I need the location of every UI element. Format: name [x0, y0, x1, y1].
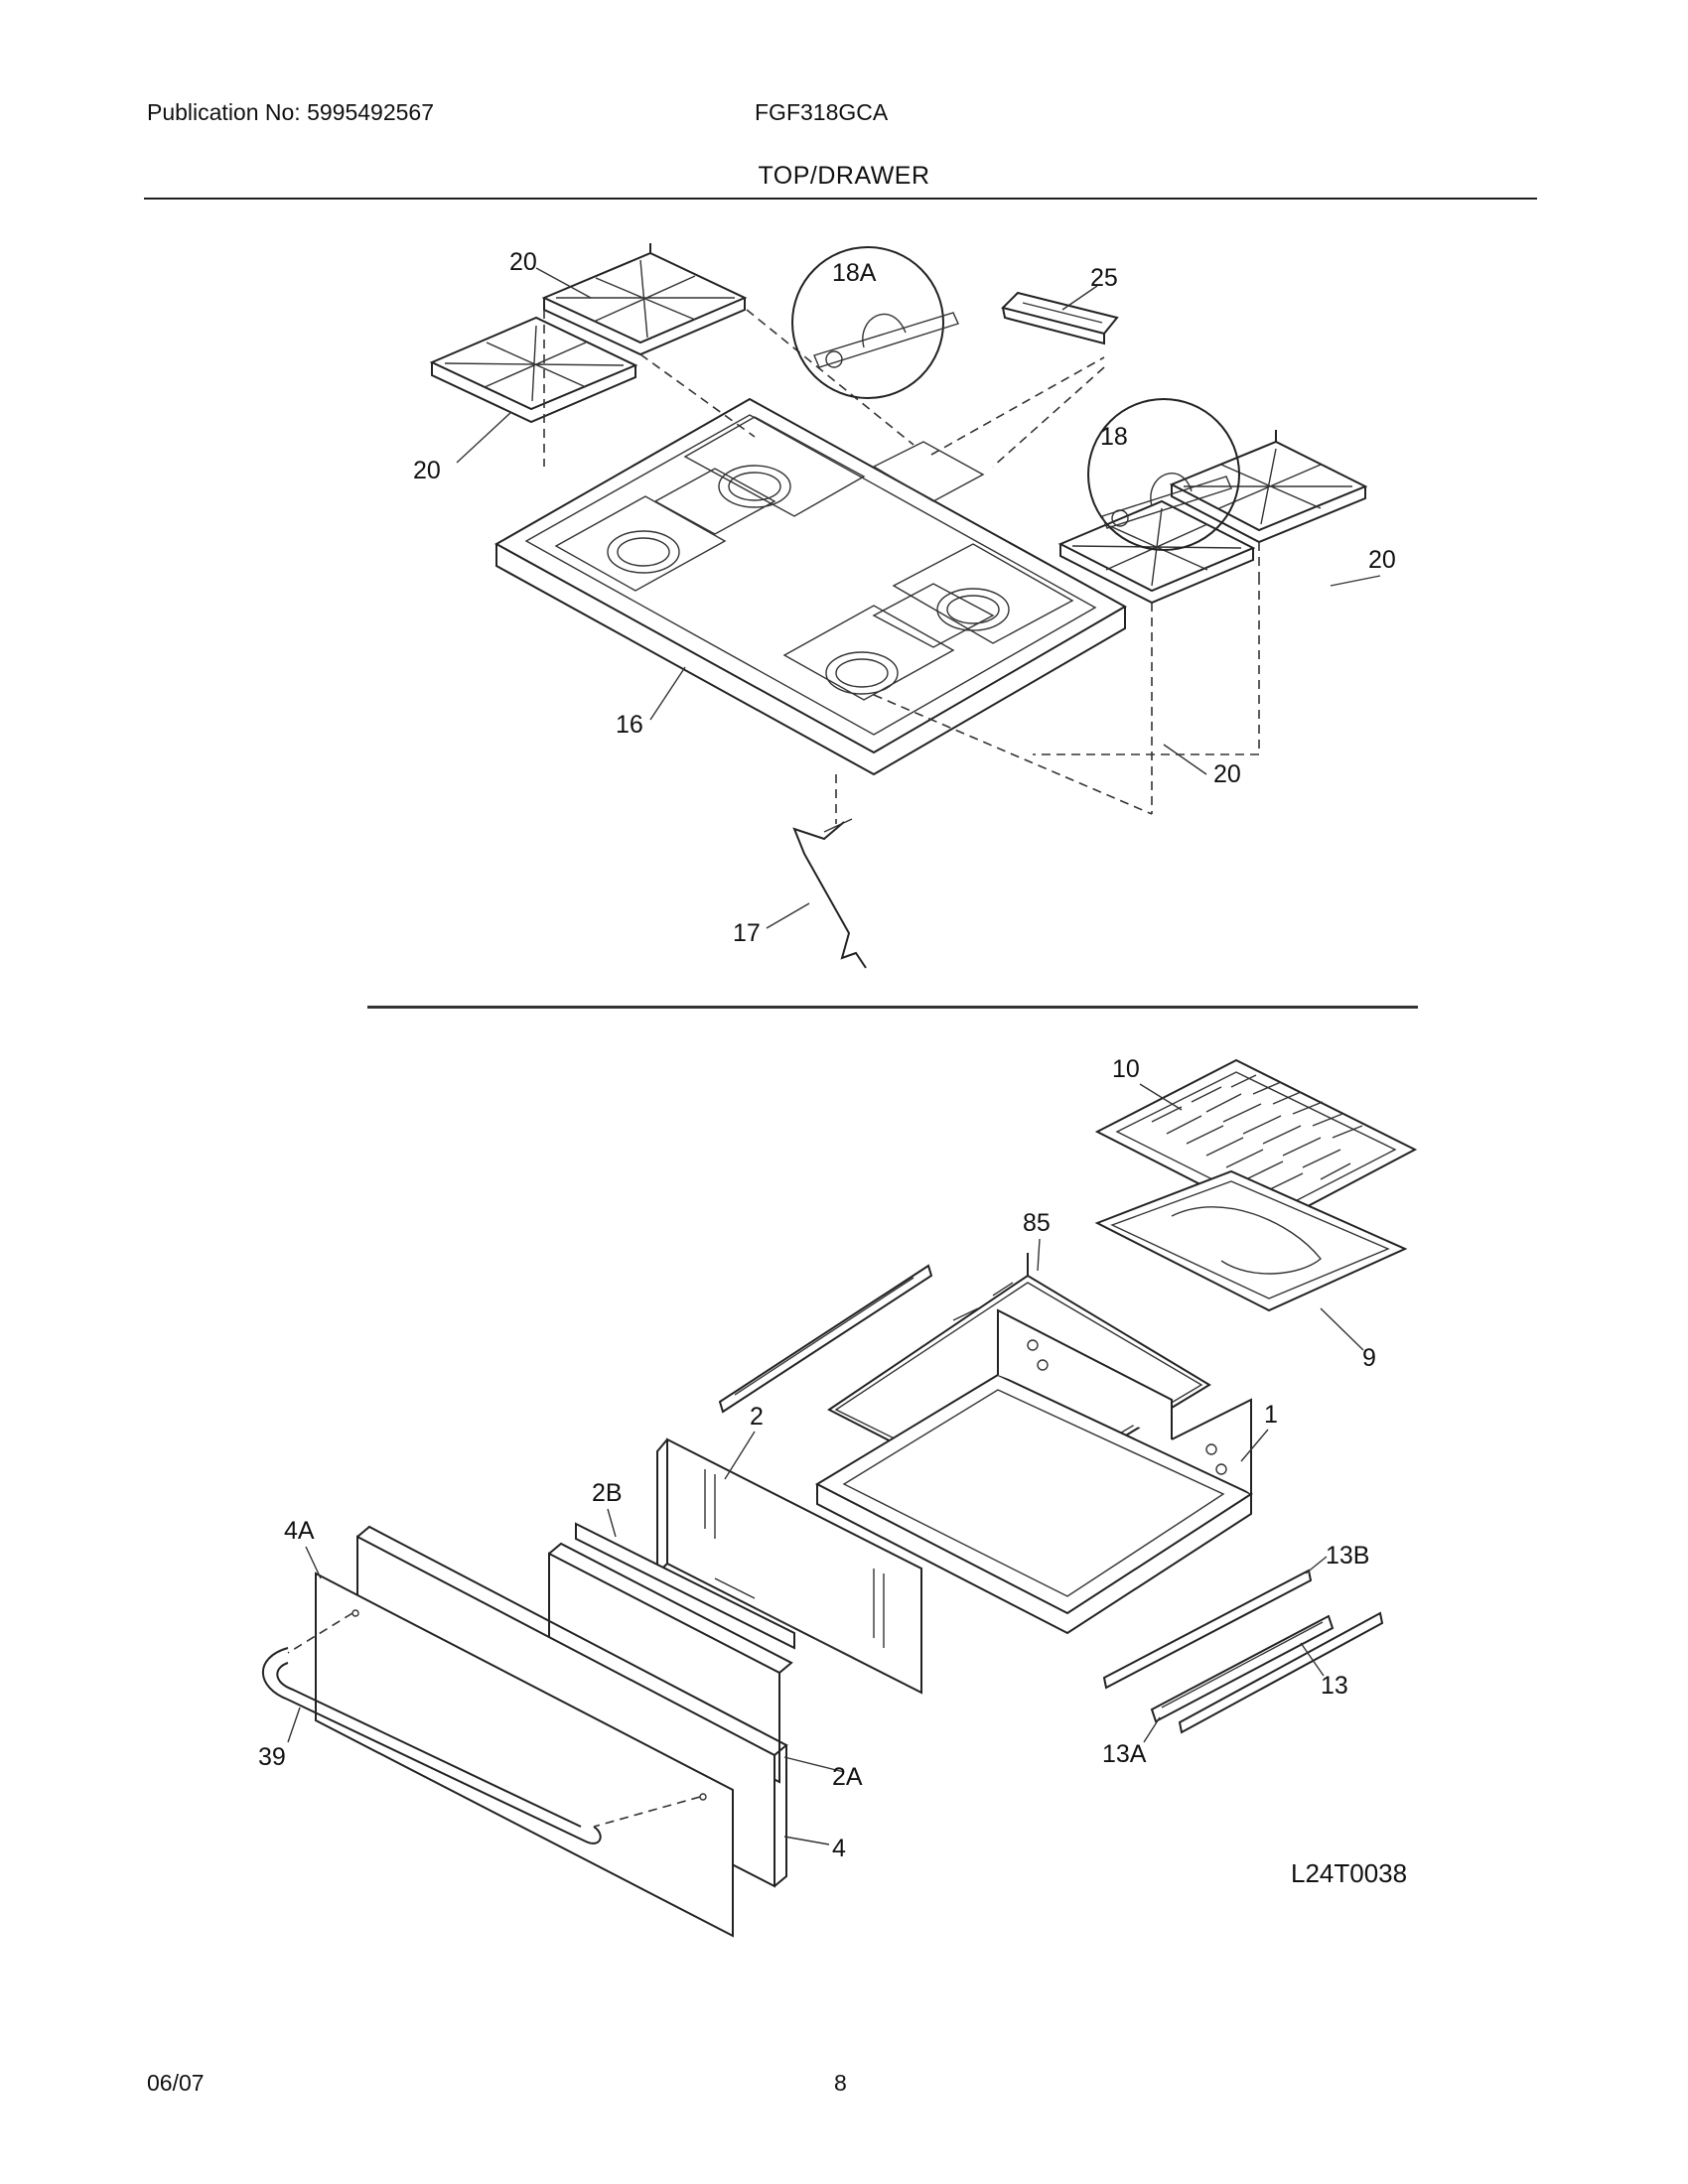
callout-18a: 18A — [832, 259, 877, 287]
callout-17: 17 — [733, 919, 761, 947]
callout-20-bottom-right: 20 — [1213, 760, 1241, 788]
callout-13b: 13B — [1326, 1542, 1369, 1570]
drawer-rail-left — [718, 1264, 933, 1414]
drawer-slide-part-13 — [1178, 1611, 1384, 1734]
callout-4: 4 — [832, 1835, 846, 1862]
drawer-rear-panel-part-2 — [656, 1437, 922, 1695]
drawer-slide-part-13b — [1102, 1569, 1313, 1690]
grate-upper-left-front — [429, 316, 638, 424]
drawer-liner-part-1 — [814, 1308, 1254, 1635]
page-number: 8 — [834, 2070, 847, 2096]
callout-13a: 13A — [1102, 1740, 1147, 1768]
cooktop-part-16 — [493, 397, 1128, 776]
callout-20-top-left: 20 — [509, 248, 537, 276]
callout-18: 18 — [1100, 423, 1128, 451]
callout-9: 9 — [1362, 1344, 1376, 1372]
callout-10: 10 — [1112, 1055, 1140, 1083]
model-number: FGF318GCA — [755, 99, 889, 125]
header-rule — [144, 198, 1537, 200]
callout-2: 2 — [750, 1403, 764, 1431]
detail-circle-18 — [1087, 398, 1240, 551]
footer-date: 06/07 — [147, 2070, 205, 2096]
publication-number: Publication No: 5995492567 — [147, 99, 435, 125]
drawer-panel-part-2b — [575, 1522, 795, 1650]
grate-upper-left-back — [541, 243, 748, 356]
broiler-pan-part-9 — [1094, 1169, 1408, 1312]
callout-4a: 4A — [284, 1517, 315, 1545]
callout-16: 16 — [616, 711, 643, 739]
drawer-slide-part-13a — [1150, 1614, 1335, 1723]
drawer-handle-part-39 — [261, 1647, 602, 1844]
part-17-wire — [792, 818, 867, 969]
callout-13: 13 — [1321, 1672, 1348, 1700]
grate-right-back — [1169, 430, 1368, 544]
section-divider — [367, 1006, 1418, 1009]
callout-39: 39 — [258, 1743, 286, 1771]
callout-2b: 2B — [592, 1479, 623, 1507]
part-25-bracket — [1001, 291, 1119, 345]
diagram-code: L24T0038 — [1291, 1858, 1408, 1888]
drawer-front-part-4a — [315, 1571, 734, 1938]
detail-circle-18a — [791, 246, 959, 399]
callout-25: 25 — [1090, 264, 1118, 292]
callout-20-right: 20 — [1368, 546, 1396, 574]
callout-85: 85 — [1023, 1209, 1051, 1237]
callout-1: 1 — [1264, 1401, 1278, 1429]
drawer-panel-part-2a — [548, 1542, 793, 1784]
callout-20-left: 20 — [413, 457, 441, 484]
section-title: TOP/DRAWER — [758, 162, 930, 190]
callout-2a: 2A — [832, 1763, 863, 1791]
